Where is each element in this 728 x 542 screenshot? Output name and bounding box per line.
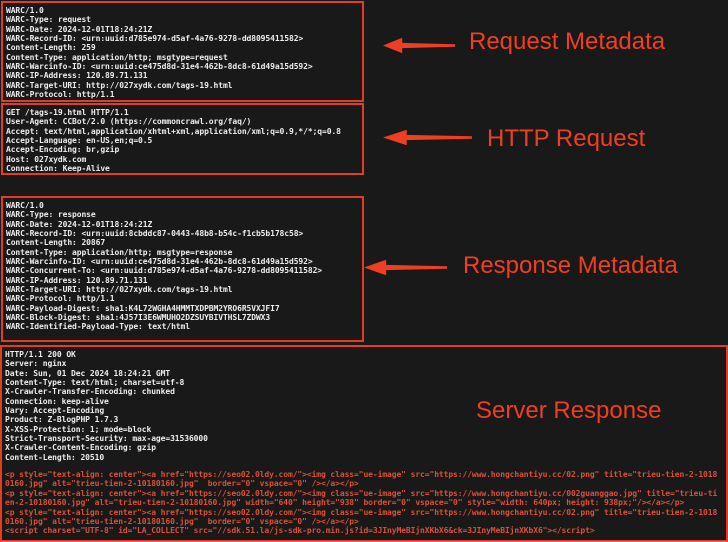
http-request-text: GET /tags-19.html HTTP/1.1 User-Agent: C… [6,108,341,174]
request-metadata-label: Request Metadata [469,28,666,55]
response-metadata-text: WARC/1.0 WARC-Type: response WARC-Date: … [6,201,322,332]
http-request-box: GET /tags-19.html HTTP/1.1 User-Agent: C… [1,103,364,175]
server-response-headers-text: HTTP/1.1 200 OK Server: nginx Date: Sun,… [5,350,208,462]
server-response-box: HTTP/1.1 200 OK Server: nginx Date: Sun,… [0,345,728,542]
left-arrow-icon [364,259,447,276]
server-response-html-text: <p style="text-align: center"><a href="h… [5,470,718,536]
http-request-label: HTTP Request [487,125,646,152]
request-metadata-box: WARC/1.0 WARC-Type: request WARC-Date: 2… [1,1,364,102]
response-metadata-label: Response Metadata [463,252,678,279]
left-arrow-icon [383,37,455,54]
request-metadata-text: WARC/1.0 WARC-Type: request WARC-Date: 2… [6,6,313,100]
left-arrow-icon [383,129,472,146]
server-response-label: Server Response [476,397,662,424]
response-metadata-box: WARC/1.0 WARC-Type: response WARC-Date: … [1,196,364,342]
